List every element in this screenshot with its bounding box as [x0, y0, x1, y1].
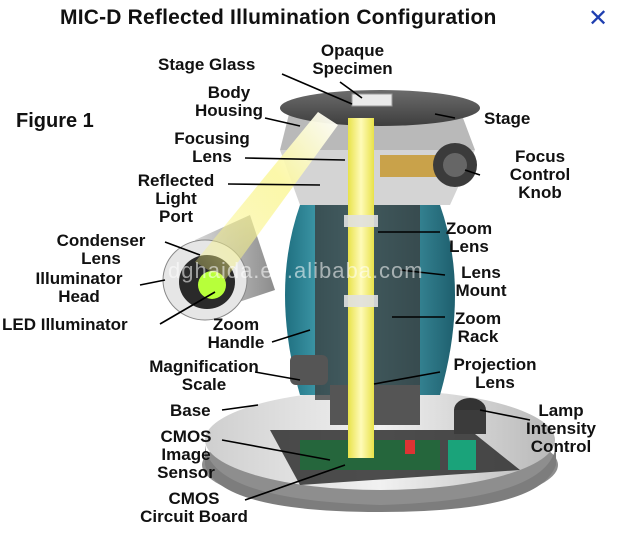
label-focus-control-knob: Focus Control Knob: [509, 147, 571, 202]
label-lamp-intensity-control: Lamp Intensity Control: [526, 401, 596, 456]
vertical-light-path: [348, 118, 374, 458]
watermark: dghaida.en.alibaba.com: [168, 258, 424, 283]
label-cmos-circuit-board: CMOS Circuit Board: [140, 489, 248, 526]
label-stage: Stage: [484, 109, 531, 128]
leader-lines: [139, 73, 531, 501]
figure-label: Figure 1: [16, 110, 94, 132]
reflected-light-beam: [195, 112, 338, 280]
label-cmos-image-sensor: CMOS Image Sensor: [157, 427, 215, 482]
label-zoom-rack: Zoom Rack: [454, 309, 502, 346]
label-zoom-handle: Zoom Handle: [207, 315, 265, 352]
lamp-knob-shape: [454, 398, 486, 434]
label-body-housing: Body Housing: [195, 83, 263, 120]
label-led-illuminator: LED Illuminator: [2, 315, 128, 334]
specimen-shape: [351, 93, 393, 107]
label-focusing-lens: Focusing Lens: [174, 129, 250, 166]
label-illuminator-head: Illuminator Head: [35, 269, 123, 306]
label-lens-mount: Lens Mount: [455, 263, 507, 300]
focus-knob-shape: [380, 143, 477, 187]
close-icon[interactable]: ✕: [587, 5, 609, 32]
label-condenser-lens: Condenser Lens: [56, 231, 146, 268]
diagram-title: MIC-D Reflected Illumination Configurati…: [60, 6, 497, 29]
label-projection-lens: Projection Lens: [453, 355, 537, 392]
label-stage-glass: Stage Glass: [158, 55, 256, 74]
label-zoom-lens: Zoom Lens: [445, 219, 493, 256]
magnification-scale-shape: [290, 355, 328, 385]
label-base: Base: [170, 401, 211, 420]
label-opaque-specimen: Opaque Specimen: [312, 41, 393, 78]
label-magnification-scale: Magnification Scale: [149, 357, 259, 394]
label-reflected-light-port: Reflected Light Port: [137, 171, 215, 226]
